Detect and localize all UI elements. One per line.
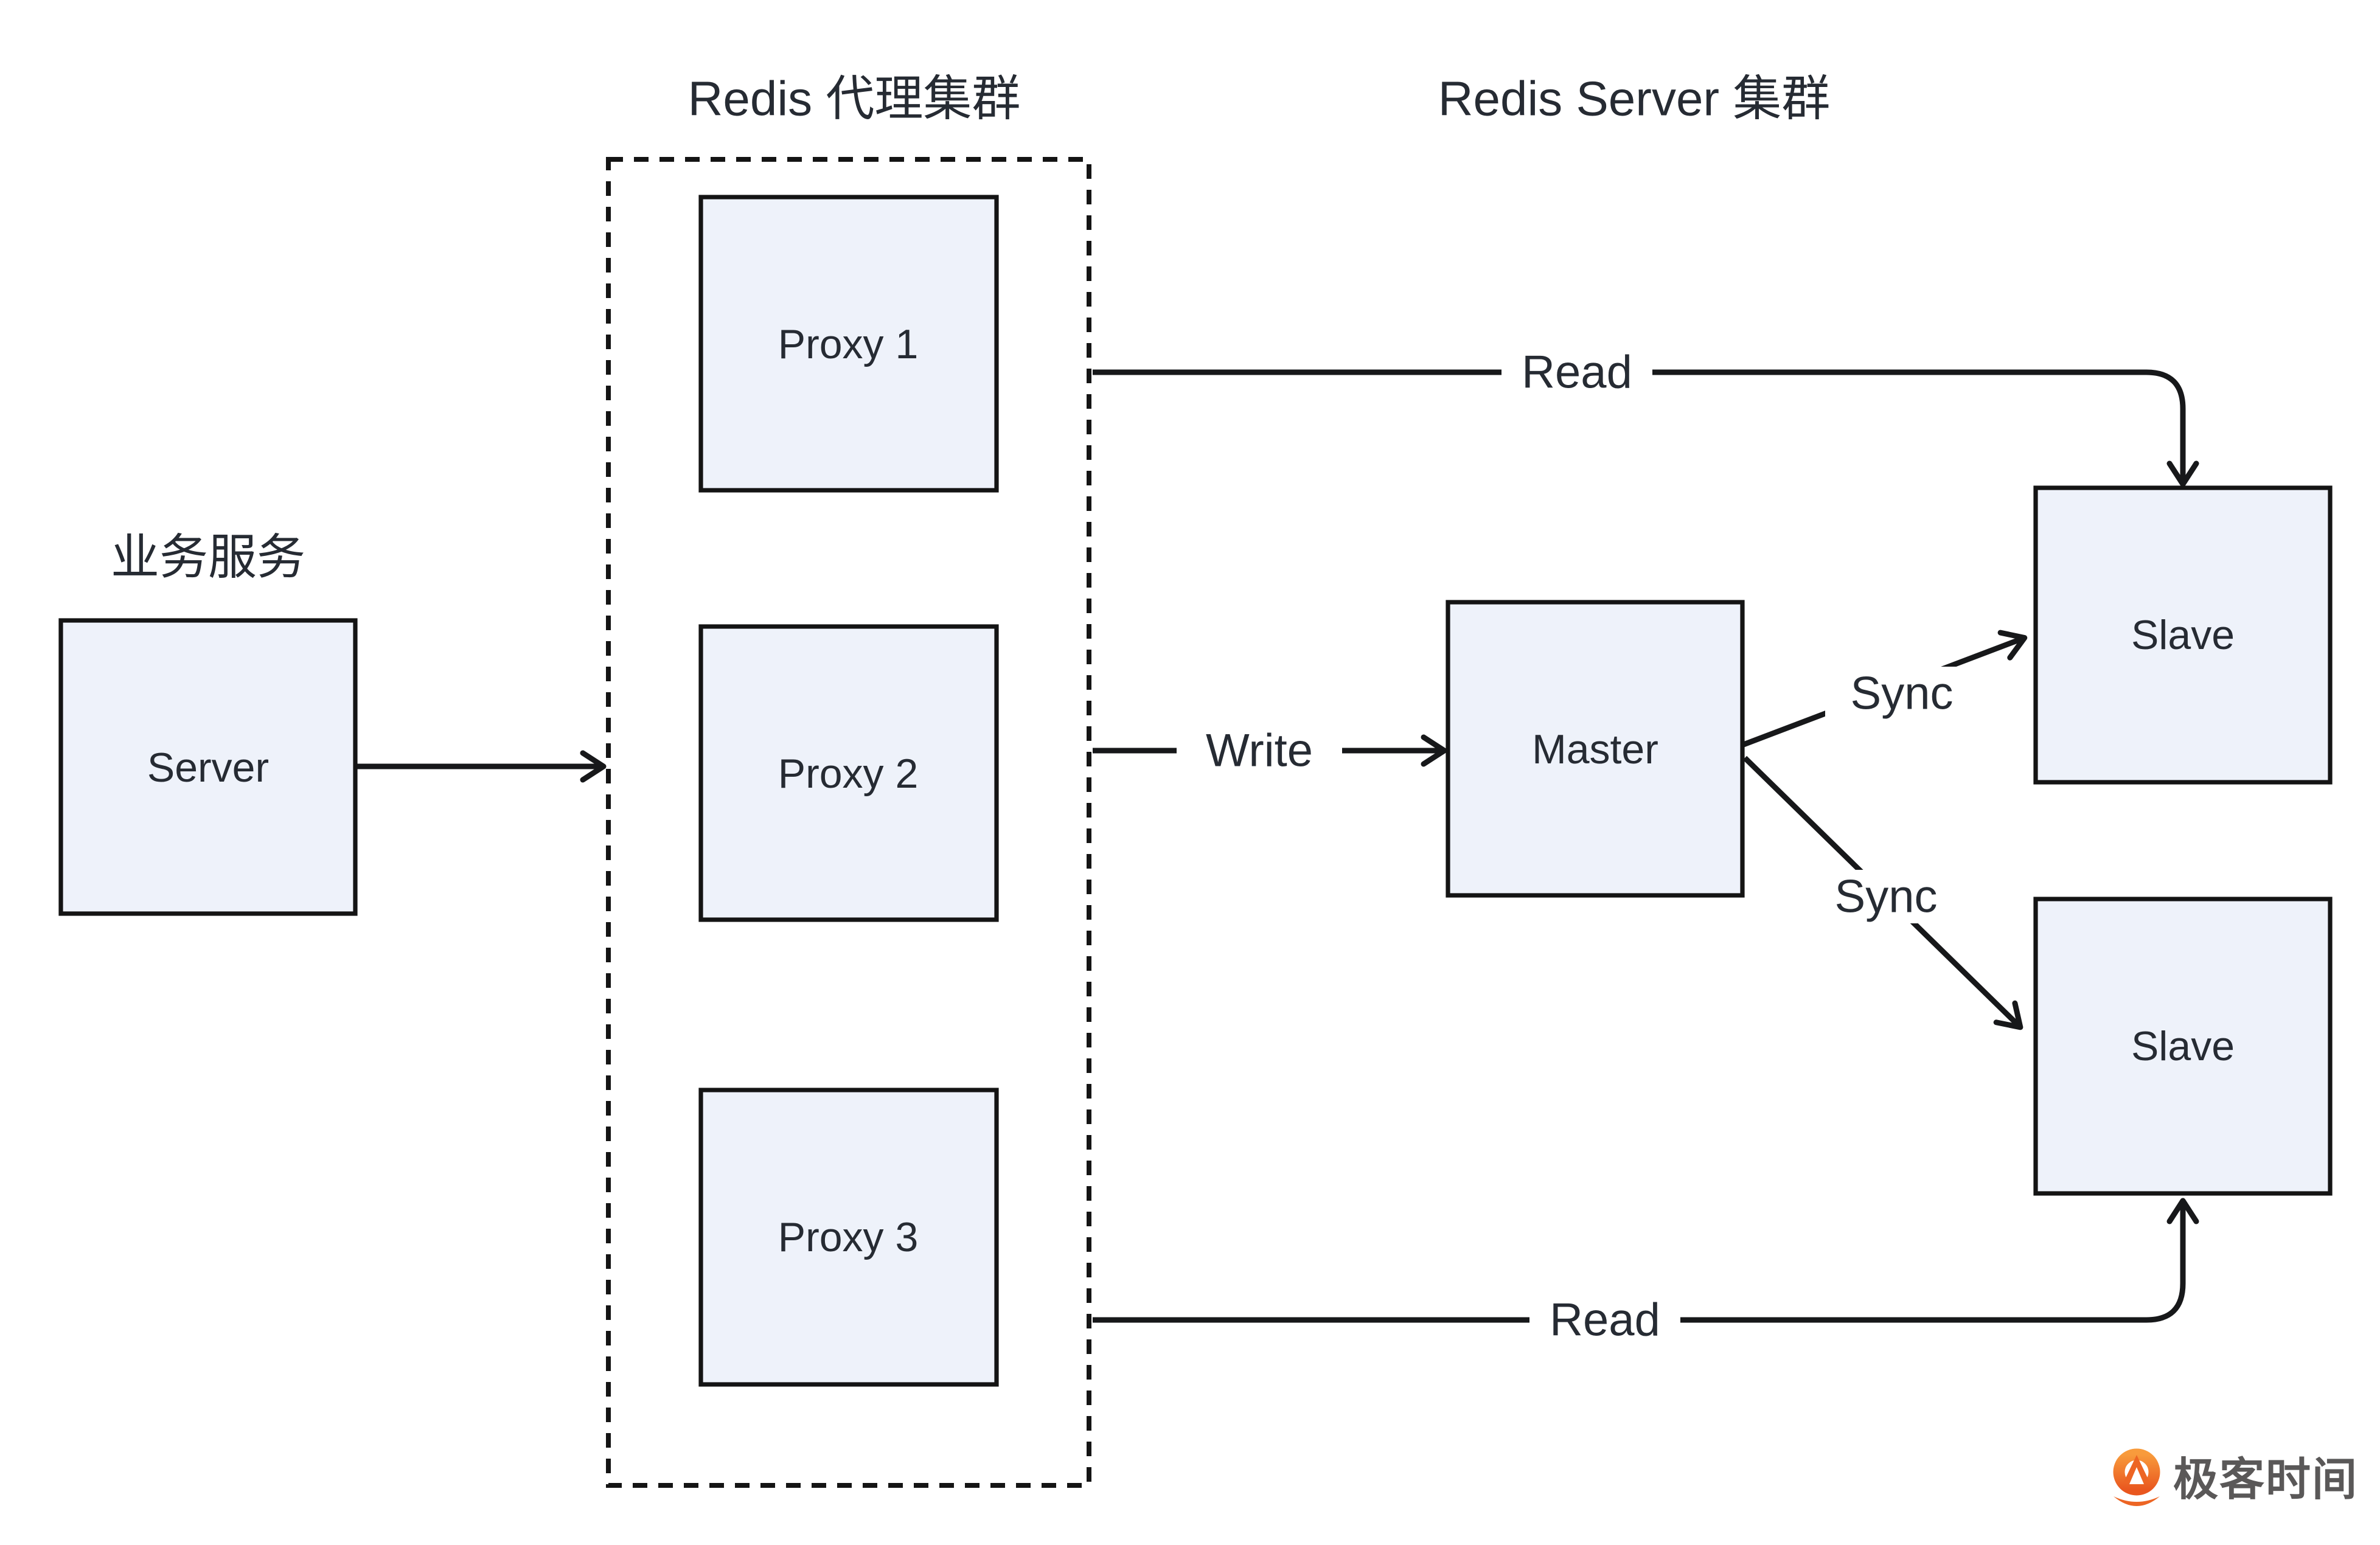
read-top-label-mask — [1501, 345, 1652, 399]
node-proxy-2-label: Proxy 2 — [778, 751, 919, 797]
node-slave-top — [2033, 485, 2333, 785]
edge-sync-bottom-label: Sync — [1835, 871, 1938, 923]
brand-name: 极客时间 — [2173, 1454, 2358, 1505]
sync-top-label-mask — [1825, 667, 1978, 720]
write-label-mask — [1177, 724, 1342, 777]
sync-bottom-label-mask — [1809, 870, 1963, 923]
edge-write-label: Write — [1206, 725, 1313, 777]
read-bottom-label-mask — [1529, 1293, 1680, 1347]
node-master — [1446, 600, 1745, 898]
edge-read-top-label: Read — [1522, 347, 1632, 398]
node-master-label: Master — [1532, 726, 1658, 772]
proxy-cluster-boundary — [606, 157, 1091, 1488]
node-proxy-3 — [698, 1088, 999, 1387]
node-server — [58, 618, 358, 916]
node-slave-bottom-label: Slave — [2131, 1023, 2235, 1069]
edge-sync-top-label: Sync — [1851, 668, 1954, 720]
node-slave-top-label: Slave — [2131, 612, 2235, 658]
edge-read-bottom-label: Read — [1550, 1294, 1660, 1346]
brand-logo-needle-notch — [2129, 1467, 2144, 1484]
edge-read-bottom — [1093, 1198, 2199, 1323]
node-server-label: Server — [147, 745, 269, 791]
brand-logo-icon — [2113, 1448, 2160, 1496]
edge-read-top — [1093, 369, 2199, 487]
brand-watermark: 极客时间 — [2113, 1448, 2358, 1506]
business-service-title: 业务服务 — [111, 530, 305, 585]
proxy-cluster-title: Redis 代理集群 — [688, 72, 1021, 126]
brand-logo-arc-icon — [2114, 1496, 2160, 1506]
node-proxy-1 — [698, 195, 999, 493]
node-slave-bottom — [2033, 897, 2333, 1196]
node-proxy-3-label: Proxy 3 — [778, 1214, 919, 1260]
node-proxy-2 — [698, 624, 999, 922]
node-proxy-1-label: Proxy 1 — [778, 321, 919, 367]
server-cluster-title: Redis Server 集群 — [1438, 72, 1831, 126]
